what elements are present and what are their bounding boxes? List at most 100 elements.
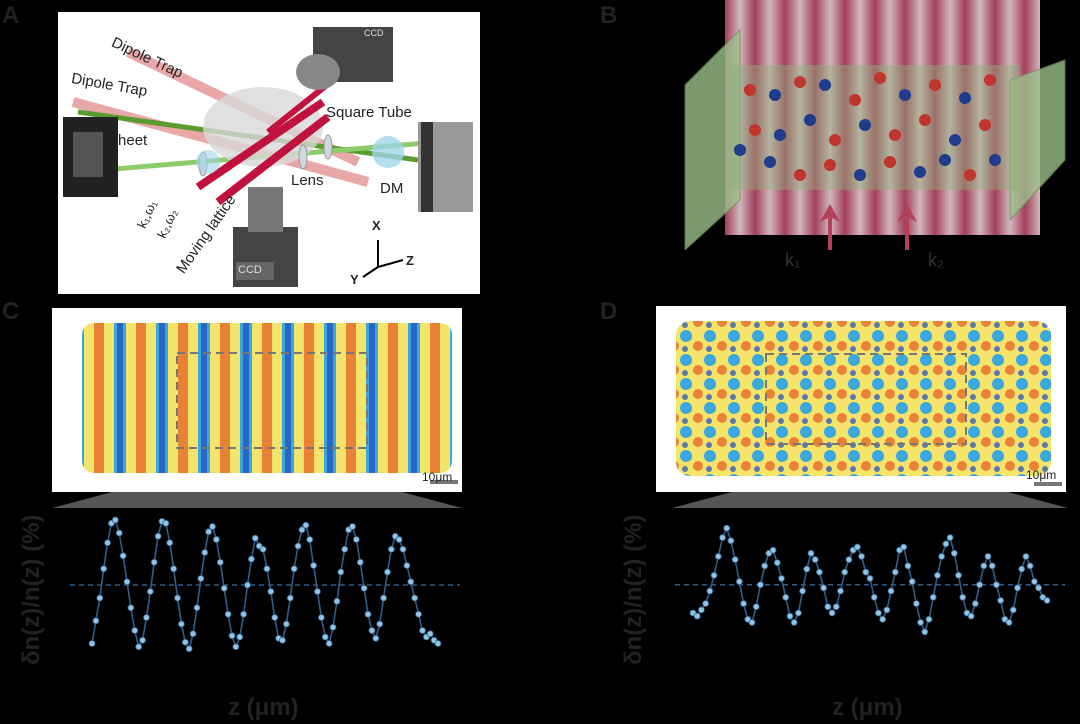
data-point (271, 614, 279, 621)
data-point (740, 600, 747, 607)
density-image-c (82, 323, 458, 484)
density-image-d (676, 321, 1062, 486)
data-point (955, 571, 962, 579)
data-point (146, 588, 154, 595)
speckle-pattern-d (676, 321, 1051, 476)
data-point (216, 558, 224, 566)
data-point (883, 606, 891, 614)
data-point (259, 545, 267, 553)
roi-box-c (176, 352, 368, 449)
data-point (356, 558, 364, 566)
panel-b-letter: B (600, 2, 618, 29)
ccd-top-label: CCD (364, 28, 384, 38)
data-point (228, 632, 236, 640)
lattice-beam-1 (195, 98, 326, 191)
data-point (170, 565, 178, 573)
data-point (368, 627, 376, 634)
data-point (224, 610, 232, 618)
data-point (181, 638, 189, 646)
data-point (96, 594, 104, 602)
dm-label: DM (380, 180, 404, 197)
atoms (734, 72, 1001, 181)
data-point (938, 553, 946, 560)
data-point (824, 603, 832, 611)
scalebar-label-d: 10μm (1026, 468, 1057, 482)
data-point (735, 578, 743, 585)
data-point (698, 606, 705, 614)
data-point (310, 562, 317, 569)
panel-a-setup: Dipole Trap Dipole Trap Square Tube Shee… (58, 12, 480, 294)
data-point (434, 640, 442, 647)
data-point (337, 568, 345, 576)
data-point (866, 575, 874, 582)
data-point (706, 587, 714, 595)
data-point (942, 540, 950, 548)
data-point (1005, 619, 1013, 626)
data-point (135, 643, 143, 651)
data-point (837, 587, 844, 595)
lens-label: Lens (291, 172, 324, 189)
data-point (166, 539, 174, 547)
data-point (298, 526, 306, 534)
data-point (853, 543, 861, 551)
ylabel-c: δn(z)/n(z) (%) (18, 514, 45, 665)
data-point (419, 627, 426, 634)
roi-box-d (765, 353, 967, 445)
data-point (115, 529, 123, 537)
data-point (748, 619, 756, 626)
data-point (693, 612, 701, 620)
data-point (294, 542, 302, 550)
axis-z-arrow (377, 259, 404, 268)
data-point (727, 537, 735, 545)
data-point (341, 545, 349, 553)
ylabel-d: δn(z)/n(z) (%) (620, 514, 647, 665)
data-point (213, 536, 220, 543)
k1-label: k₁ (785, 250, 801, 270)
data-point (773, 559, 781, 567)
data-point (1030, 578, 1038, 585)
data-point (380, 594, 387, 602)
data-point (1035, 584, 1042, 592)
data-point (119, 552, 127, 560)
data-point (832, 603, 840, 611)
data-point (811, 556, 819, 563)
xlabel-c: z (μm) (228, 694, 299, 721)
data-point (352, 536, 360, 543)
data-point (820, 584, 828, 592)
axis-y-arrow (362, 266, 379, 278)
data-point (891, 568, 899, 576)
data-point (372, 634, 380, 642)
data-point (929, 593, 937, 601)
k1-arrow (820, 204, 840, 250)
data-point (240, 610, 248, 618)
data-point (908, 578, 916, 585)
data-point (314, 588, 321, 595)
data-point (1022, 553, 1030, 560)
dm-mirror (372, 136, 404, 168)
data-point (971, 600, 979, 607)
data-point (757, 581, 764, 589)
data-point (870, 593, 878, 601)
data-point (1014, 584, 1021, 592)
data-point (205, 528, 213, 536)
data-point (325, 640, 333, 647)
data-point (782, 593, 790, 601)
data-point (104, 539, 111, 547)
data-point (174, 594, 181, 602)
data-point (946, 534, 954, 541)
data-point (403, 562, 411, 569)
data-point (959, 593, 967, 601)
k2-arrow (897, 204, 917, 250)
data-point (201, 549, 209, 556)
data-point (904, 562, 912, 570)
data-point (925, 615, 933, 623)
data-point (967, 612, 975, 620)
data-point (803, 565, 811, 573)
data-point (887, 587, 895, 595)
series-line (91, 518, 439, 651)
data-point (719, 534, 726, 541)
data-point (1043, 597, 1051, 604)
data-point (816, 568, 823, 576)
data-point (976, 581, 983, 589)
scalebar-label-c: 10μm (422, 470, 453, 484)
